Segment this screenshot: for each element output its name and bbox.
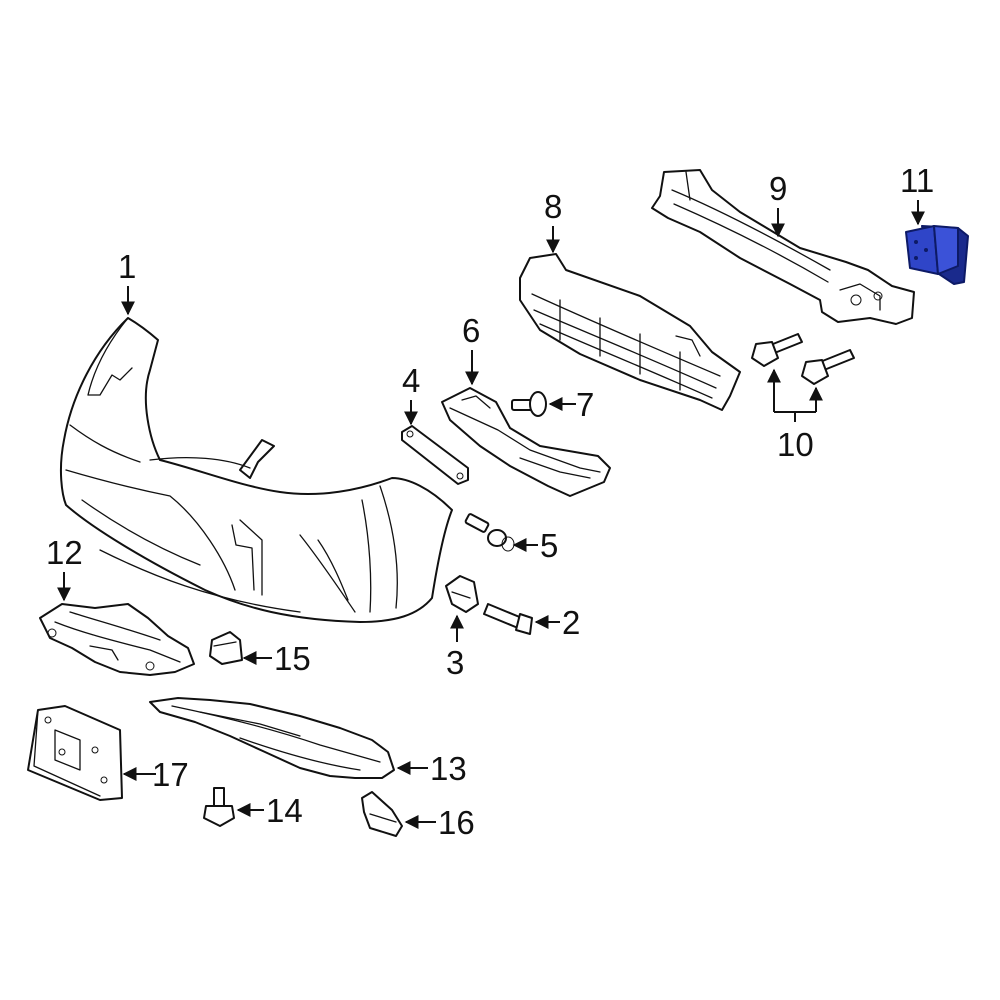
part-6-side-support[interactable] <box>441 387 611 497</box>
callout-label-11: 11 <box>900 162 934 199</box>
callout-label-14: 14 <box>266 792 303 829</box>
callout-label-17: 17 <box>152 756 189 793</box>
callout-7: 7 <box>548 386 594 423</box>
part-2-bolt[interactable] <box>483 603 533 635</box>
callout-label-9: 9 <box>769 170 787 207</box>
callout-label-1: 1 <box>118 248 136 285</box>
callout-5: 5 <box>512 527 558 564</box>
part-9-reinforcement-beam[interactable] <box>651 169 915 325</box>
callout-13: 13 <box>396 750 467 787</box>
part-4-bracket[interactable] <box>401 425 469 485</box>
callout-14: 14 <box>236 792 303 829</box>
callout-label-13: 13 <box>430 750 467 787</box>
callout-label-3: 3 <box>446 644 464 681</box>
part-7-push-clip[interactable] <box>511 391 547 417</box>
callout-label-6: 6 <box>462 312 480 349</box>
callout-12: 12 <box>46 534 83 602</box>
callout-4: 4 <box>402 362 420 426</box>
callout-9: 9 <box>769 170 787 238</box>
callout-label-7: 7 <box>576 386 594 423</box>
callout-11: 11 <box>900 162 934 226</box>
part-16-retainer[interactable] <box>361 791 403 837</box>
part-11-highlighted-bracket[interactable] <box>905 225 969 285</box>
part-3-retainer[interactable] <box>445 575 479 613</box>
callout-3: 3 <box>446 614 464 681</box>
callout-10: 10 <box>767 368 823 463</box>
callout-label-15: 15 <box>274 640 311 677</box>
part-8-energy-absorber[interactable] <box>519 253 741 411</box>
callout-16: 16 <box>404 804 475 841</box>
part-5-bolt[interactable] <box>464 513 515 552</box>
part-17-license-bracket[interactable] <box>27 705 123 801</box>
callout-label-12: 12 <box>46 534 83 571</box>
callout-label-5: 5 <box>540 527 558 564</box>
part-15-clip[interactable] <box>209 631 243 665</box>
callout-17: 17 <box>122 756 189 793</box>
callout-label-2: 2 <box>562 604 580 641</box>
part-1-bumper-cover[interactable] <box>59 317 453 623</box>
callout-label-16: 16 <box>438 804 475 841</box>
part-14-bolt[interactable] <box>203 787 235 827</box>
callout-6: 6 <box>462 312 480 386</box>
callout-2: 2 <box>534 604 580 641</box>
part-12-splash-shield[interactable] <box>39 603 195 676</box>
callout-label-8: 8 <box>544 188 562 225</box>
callout-8: 8 <box>544 188 562 254</box>
callout-15: 15 <box>242 640 311 677</box>
callout-label-10: 10 <box>777 426 814 463</box>
part-10-bolts[interactable] <box>751 333 855 385</box>
callout-label-4: 4 <box>402 362 420 399</box>
callout-1: 1 <box>118 248 136 316</box>
part-13-lower-shield[interactable] <box>149 697 395 779</box>
